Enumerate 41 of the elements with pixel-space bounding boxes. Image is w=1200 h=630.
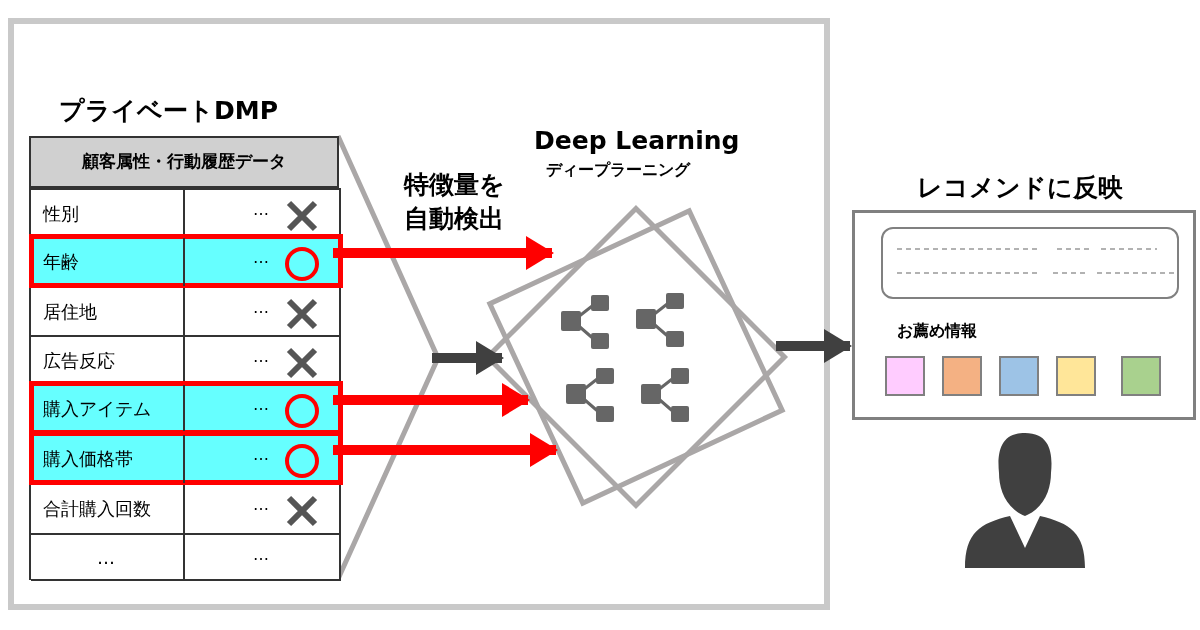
section-label: お薦め情報 xyxy=(897,321,977,342)
highlighted-row xyxy=(31,236,341,286)
arrow xyxy=(333,236,554,270)
ellipsis: … xyxy=(253,347,269,366)
text-placeholder-box xyxy=(881,227,1179,299)
ellipsis: … xyxy=(253,445,269,464)
shape-subtitle: ディープラーニング xyxy=(546,160,690,181)
arrow xyxy=(333,433,558,467)
row-label: 合計購入回数 xyxy=(43,497,151,521)
arrow xyxy=(333,383,530,417)
color-swatch xyxy=(942,356,982,396)
ellipsis: … xyxy=(253,248,269,267)
ellipsis: … xyxy=(253,298,269,317)
color-swatch xyxy=(1056,356,1096,396)
shape-title: Deep Learning xyxy=(534,126,740,155)
row-label: … xyxy=(97,547,115,568)
color-swatch xyxy=(999,356,1039,396)
ellipsis: … xyxy=(253,200,269,219)
table-row xyxy=(31,533,341,581)
row-label: 広告反応 xyxy=(43,349,115,373)
screen-title: レコメンドに反映 xyxy=(917,172,1123,204)
ellipsis: … xyxy=(253,495,269,514)
annotation-text: 特徴量を自動検出 xyxy=(404,169,506,235)
color-swatch xyxy=(885,356,925,396)
header-cell: 顧客属性・行動履歴データ xyxy=(31,138,337,188)
arrow xyxy=(432,341,504,375)
row-label: 購入価格帯 xyxy=(43,447,133,471)
row-label: 居住地 xyxy=(43,300,97,324)
table-row xyxy=(31,286,341,335)
color-swatch xyxy=(1121,356,1161,396)
table-row xyxy=(31,335,341,383)
ellipsis: … xyxy=(253,545,269,564)
table-title: プライベートDMP xyxy=(59,95,279,127)
row-label: 年齢 xyxy=(43,250,79,274)
table-row xyxy=(31,188,341,236)
highlighted-row xyxy=(31,383,341,433)
row-label: 購入アイテム xyxy=(43,397,151,421)
panel-frame xyxy=(8,18,830,610)
ellipsis: … xyxy=(253,395,269,414)
highlighted-row xyxy=(31,433,341,483)
row-label: 性別 xyxy=(43,202,79,226)
